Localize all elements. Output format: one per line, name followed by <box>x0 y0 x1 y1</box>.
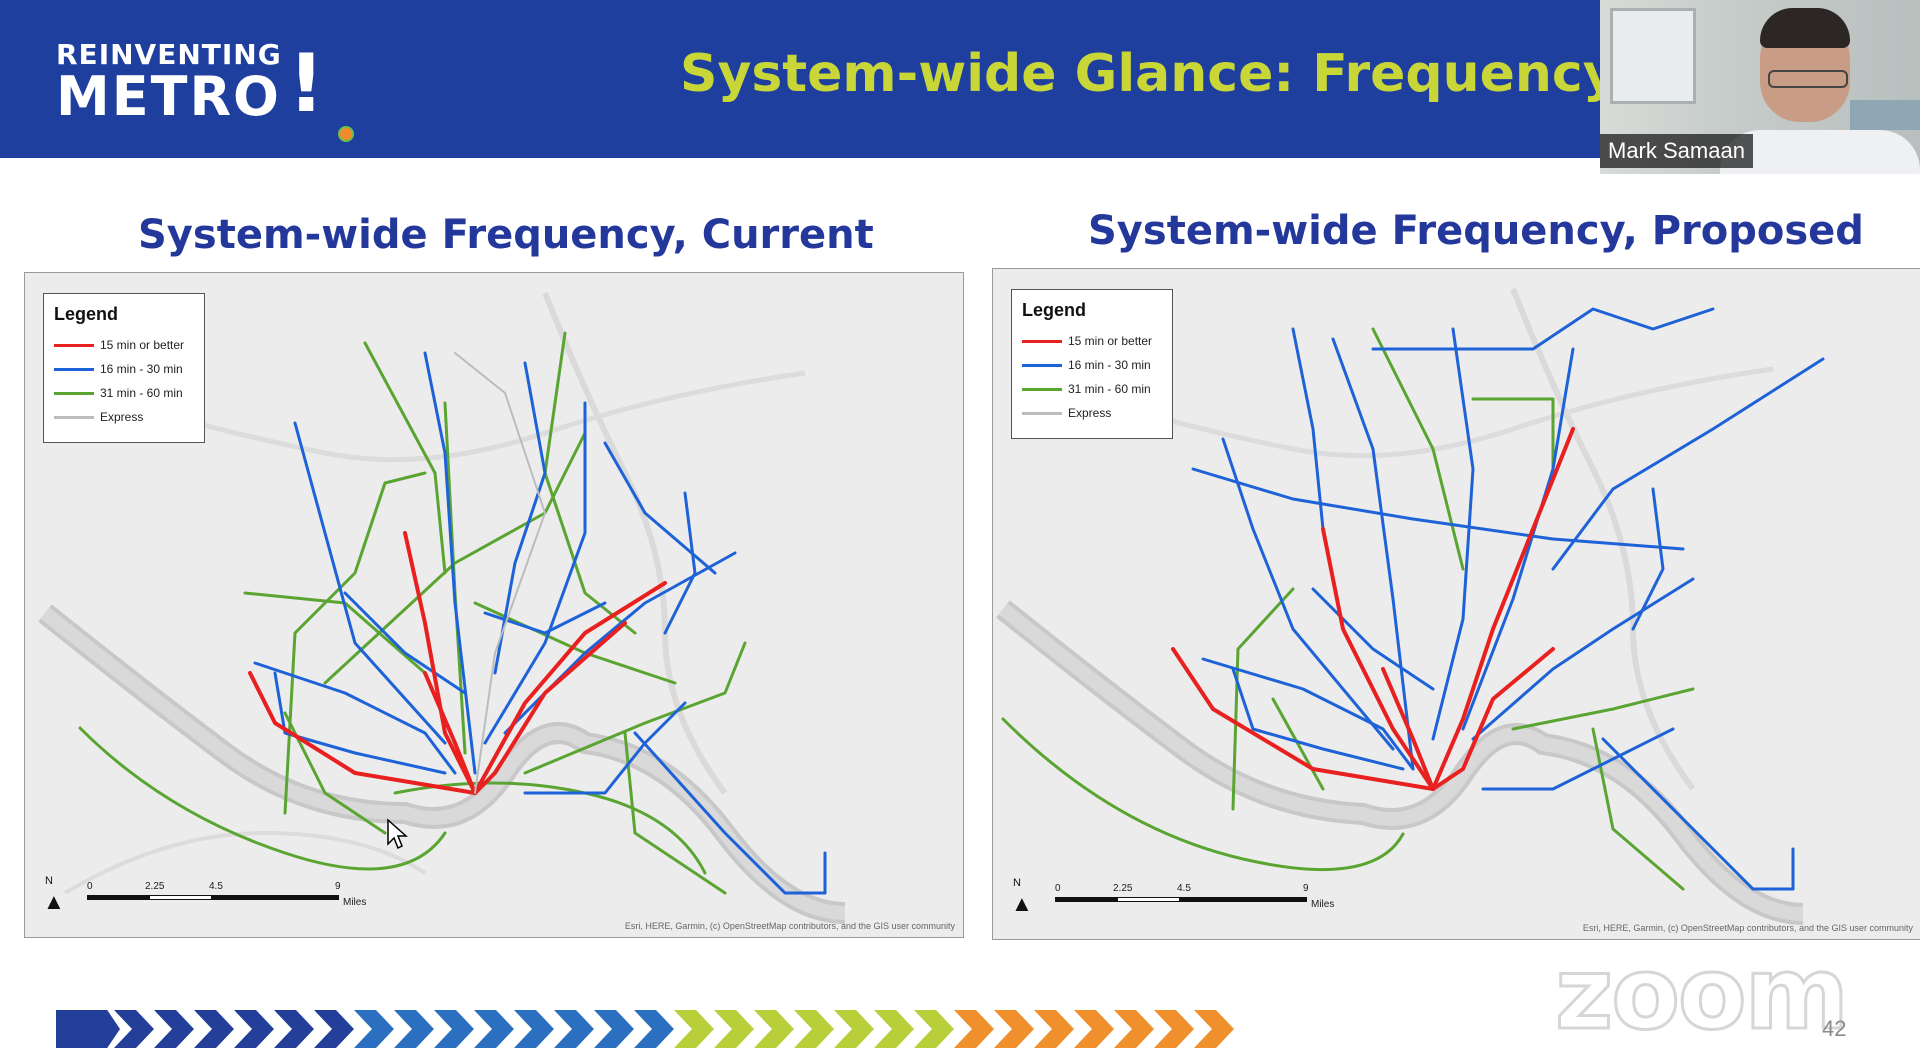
video-person-shirt <box>1720 130 1920 174</box>
reinventing-metro-logo: REINVENTING METRO ! <box>56 37 354 142</box>
progress-chevron <box>394 1010 434 1048</box>
scale-bar <box>87 895 339 900</box>
progress-chevron <box>1114 1010 1154 1048</box>
map-proposed-legend: Legend 15 min or better 16 min - 30 min … <box>1011 289 1173 439</box>
participant-name-label: Mark Samaan <box>1600 134 1753 168</box>
legend-item: 16 min - 30 min <box>54 362 183 380</box>
legend-label: 31 min - 60 min <box>1068 382 1151 396</box>
legend-swatch <box>54 416 94 420</box>
scale-tick: 9 <box>335 881 341 892</box>
legend-item: Express <box>54 410 143 428</box>
progress-chevron <box>434 1010 474 1048</box>
progress-chevron <box>274 1010 314 1048</box>
map-attribution: Esri, HERE, Garmin, (c) OpenStreetMap co… <box>1582 923 1913 933</box>
video-shelf <box>1850 100 1920 130</box>
progress-chevron <box>674 1010 714 1048</box>
legend-swatch <box>1022 340 1062 344</box>
progress-chevron <box>314 1010 354 1048</box>
scale-tick: 0 <box>87 881 93 892</box>
legend-label: 16 min - 30 min <box>100 362 183 376</box>
logo-line-2: METRO <box>56 65 281 128</box>
legend-label: 15 min or better <box>1068 334 1153 348</box>
mouse-cursor-icon <box>387 818 408 850</box>
participant-video-tile[interactable]: Mark Samaan <box>1600 0 1920 174</box>
legend-label: Express <box>1068 406 1112 420</box>
logo-exclamation: ! <box>288 37 325 130</box>
legend-item: 15 min or better <box>1022 334 1152 352</box>
scale-tick: 9 <box>1303 883 1309 894</box>
progress-chevron <box>354 1010 394 1048</box>
map-attribution: Esri, HERE, Garmin, (c) OpenStreetMap co… <box>624 921 955 931</box>
legend-item: 31 min - 60 min <box>1022 382 1151 400</box>
progress-chevron <box>874 1010 914 1048</box>
progress-chevron <box>154 1010 194 1048</box>
map-current-scale-bar: N ▲ 0 2.25 4.5 9 Miles <box>43 875 385 915</box>
logo-dot-icon <box>338 126 354 142</box>
legend-item: 15 min or better <box>54 338 184 356</box>
map-title-proposed: System-wide Frequency, Proposed <box>1088 208 1864 254</box>
progress-chevron <box>754 1010 794 1048</box>
progress-chevron <box>1034 1010 1074 1048</box>
north-label: N <box>1013 877 1021 889</box>
video-person-hair <box>1760 8 1850 48</box>
map-current-legend: Legend 15 min or better 16 min - 30 min … <box>43 293 205 443</box>
scale-tick: 4.5 <box>1177 883 1191 894</box>
video-window-frame <box>1610 8 1696 104</box>
legend-item: 16 min - 30 min <box>1022 358 1151 376</box>
legend-label: Express <box>100 410 144 424</box>
north-arrow-icon: ▲ <box>43 889 65 914</box>
scale-bar <box>1055 897 1307 902</box>
legend-label: 31 min - 60 min <box>100 386 183 400</box>
progress-chevron <box>714 1010 754 1048</box>
map-proposed-scale-bar: N ▲ 0 2.25 4.5 9 Miles <box>1011 877 1353 917</box>
scale-tick: 2.25 <box>1113 883 1133 894</box>
progress-chevron <box>634 1010 674 1048</box>
scale-tick: 4.5 <box>209 881 223 892</box>
progress-chevron <box>114 1010 154 1048</box>
north-arrow-icon: ▲ <box>1011 891 1033 916</box>
progress-chevron <box>514 1010 554 1048</box>
progress-chevron <box>954 1010 994 1048</box>
map-proposed[interactable]: Legend 15 min or better 16 min - 30 min … <box>992 268 1920 940</box>
progress-chevron <box>474 1010 514 1048</box>
scale-unit: Miles <box>343 897 367 908</box>
legend-swatch <box>1022 364 1062 368</box>
progress-chevron <box>594 1010 634 1048</box>
progress-chevron <box>834 1010 874 1048</box>
progress-chevron <box>194 1010 234 1048</box>
legend-title: Legend <box>1022 300 1087 320</box>
slide-number: 42 <box>1822 1016 1847 1041</box>
progress-chevron <box>1154 1010 1194 1048</box>
progress-chevron <box>234 1010 274 1048</box>
logo-line-1: REINVENTING <box>56 38 282 71</box>
map-current[interactable]: Legend 15 min or better 16 min - 30 min … <box>24 272 964 938</box>
legend-label: 15 min or better <box>100 338 185 352</box>
progress-chevron <box>1194 1010 1234 1048</box>
legend-swatch <box>1022 388 1062 392</box>
scale-tick: 2.25 <box>145 881 165 892</box>
progress-chevron <box>794 1010 834 1048</box>
progress-chevron <box>994 1010 1034 1048</box>
progress-chevron <box>914 1010 954 1048</box>
legend-item: Express <box>1022 406 1111 424</box>
scale-unit: Miles <box>1311 899 1335 910</box>
legend-label: 16 min - 30 min <box>1068 358 1151 372</box>
legend-item: 31 min - 60 min <box>54 386 183 404</box>
legend-swatch <box>54 392 94 396</box>
legend-swatch <box>54 368 94 372</box>
progress-chevron <box>554 1010 594 1048</box>
video-person-glasses <box>1768 70 1848 88</box>
progress-chevron <box>56 1010 120 1048</box>
legend-swatch <box>1022 412 1062 416</box>
north-label: N <box>45 875 53 887</box>
legend-title: Legend <box>54 304 119 324</box>
progress-chevron <box>1074 1010 1114 1048</box>
zoom-watermark: zoom <box>1554 934 1851 1054</box>
legend-swatch <box>54 344 94 348</box>
map-title-current: System-wide Frequency, Current <box>138 212 874 258</box>
scale-tick: 0 <box>1055 883 1061 894</box>
slide-title: System-wide Glance: Frequency <box>680 44 1617 104</box>
